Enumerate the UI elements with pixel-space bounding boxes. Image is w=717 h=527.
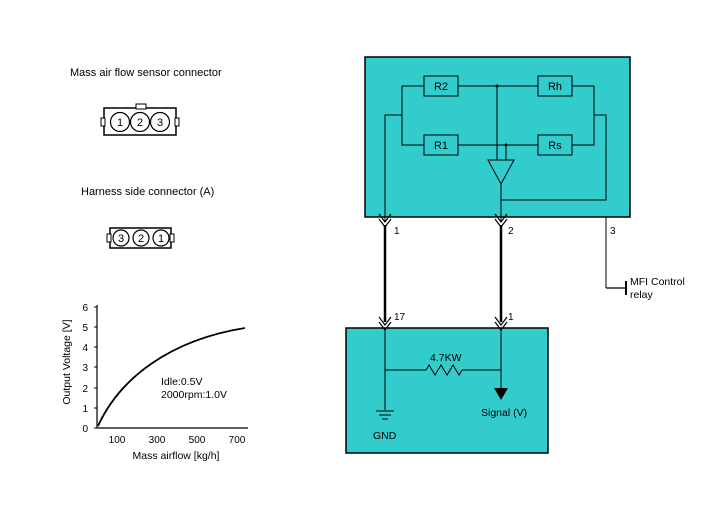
harness-connector: 3 2 1 [106,227,175,249]
idle-note: Idle:0.5V [161,376,202,388]
resistor-4-7k [425,364,463,376]
x-tick-100: 100 [109,435,126,446]
ecu-box-body [345,327,549,454]
x-tick-700: 700 [229,435,246,446]
sensor-connector: 1 2 3 [100,103,180,136]
y-tick-5: 5 [82,323,88,334]
harness-connector-title: Harness side connector (A) [81,186,215,198]
relay-label-line1: MFI Control [630,276,685,288]
resistor-r1 [423,134,459,156]
y-tick-6: 6 [82,303,88,314]
resistor-rh [537,75,573,97]
harness-wires [383,225,503,322]
y-tick-4: 4 [82,343,88,354]
sensor-pin-label-2: 2 [508,226,514,237]
y-axis-label: Output Voltage [V] [61,319,73,404]
voltage-curve [97,327,246,427]
ecu-pin-label-1: 1 [508,312,514,323]
sensor-pin-label-1: 1 [394,226,400,237]
sensor-pin-2: 2 [137,117,143,129]
resistor-rs [537,134,573,156]
resistor-r2 [423,75,459,97]
output-voltage-graph: 0 1 2 3 4 5 6 100 300 500 700 Output Vol… [61,303,248,462]
y-tick-2: 2 [82,384,88,395]
sensor-box: R2 Rh R1 Rs 1 2 3 [364,56,631,288]
resistor-rh-label: Rh [548,81,562,93]
x-tick-500: 500 [189,435,206,446]
resistor-label: 4.7KW [430,352,462,364]
ecu-box: 17 1 4.7KW GND Signal (V) [345,312,549,454]
resistor-rs-label: Rs [548,140,562,152]
y-tick-0: 0 [82,424,88,435]
signal-arrow [494,388,508,400]
harness-pin-3: 3 [118,233,124,245]
gnd-label: GND [373,430,397,442]
rpm-note: 2000rpm:1.0V [161,389,227,401]
ground-symbol [376,410,394,420]
sensor-pin-3: 3 [157,117,163,129]
y-tick-1: 1 [82,404,88,415]
harness-pin-1: 1 [158,233,164,245]
sensor-pin-label-3: 3 [610,226,616,237]
x-tick-300: 300 [149,435,166,446]
y-tick-3: 3 [82,363,88,374]
y-axis-ticks [94,306,97,429]
harness-pin-2: 2 [138,233,144,245]
relay-connection [606,281,627,295]
relay-label-line2: relay [630,289,654,301]
resistor-r1-label: R1 [434,140,448,152]
sensor-pin-1: 1 [117,117,123,129]
x-axis-label: Mass airflow [kg/h] [133,450,220,462]
signal-label: Signal (V) [481,407,527,419]
amplifier-symbol [487,159,515,186]
ecu-pin-label-17: 17 [394,312,406,323]
resistor-r2-label: R2 [434,81,448,93]
sensor-connector-title: Mass air flow sensor connector [70,67,222,79]
